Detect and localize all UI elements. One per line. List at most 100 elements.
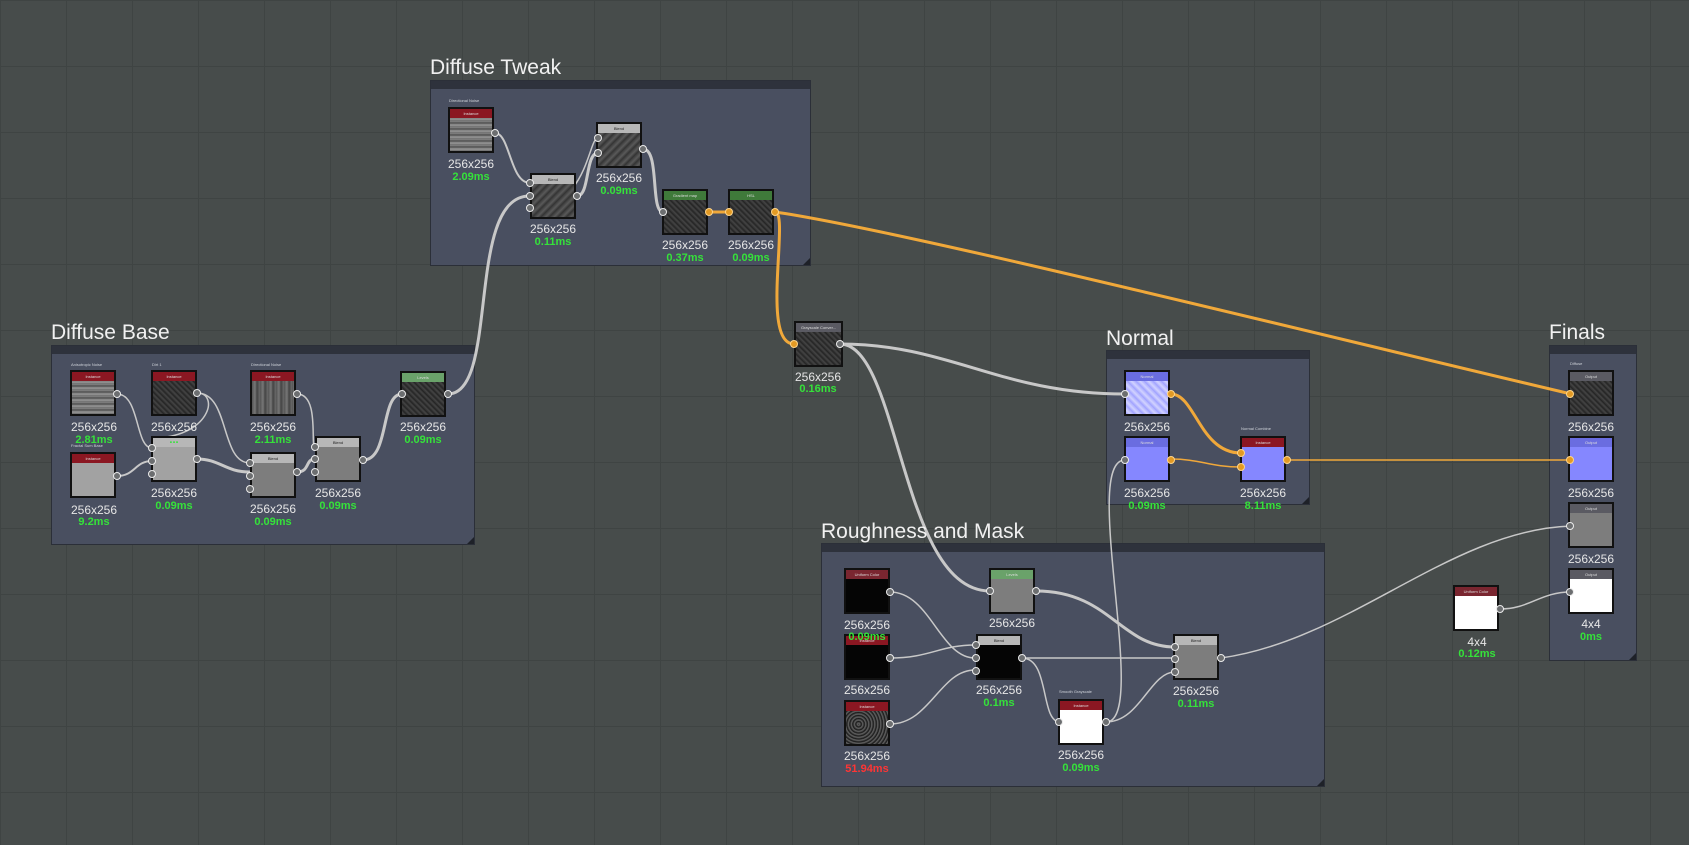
input-port[interactable] — [398, 390, 406, 398]
output-port[interactable] — [1283, 456, 1291, 464]
output-port[interactable] — [113, 472, 121, 480]
output-port[interactable] — [113, 390, 121, 398]
node-time: 9.2ms — [78, 516, 110, 528]
node-uniform-color[interactable]: Uniform Color — [1453, 585, 1499, 631]
output-port[interactable] — [886, 720, 894, 728]
node-gradient-map[interactable]: Gradient map — [662, 189, 708, 235]
output-port[interactable] — [293, 390, 301, 398]
input-port[interactable] — [1237, 463, 1245, 471]
frame-title-roughness[interactable]: Roughness and Mask — [821, 520, 1025, 543]
node-blend[interactable]: Blend — [1173, 634, 1219, 680]
node-directional-noise-instance[interactable]: Instance — [448, 107, 494, 153]
output-port[interactable] — [193, 455, 201, 463]
node-hsl[interactable]: HSL — [728, 189, 774, 235]
input-port[interactable] — [246, 459, 254, 467]
input-port[interactable] — [725, 208, 733, 216]
input-port[interactable] — [1121, 390, 1129, 398]
node-blend[interactable] — [151, 436, 197, 482]
input-port[interactable] — [986, 587, 994, 595]
resize-handle[interactable] — [1302, 497, 1309, 504]
node-blend[interactable]: Blend — [315, 436, 361, 482]
output-port[interactable] — [1032, 587, 1040, 595]
output-port[interactable] — [1496, 605, 1504, 613]
node-smooth-grayscale[interactable]: Instance — [1058, 699, 1104, 745]
output-port[interactable] — [573, 192, 581, 200]
output-port[interactable] — [639, 145, 647, 153]
input-port[interactable] — [659, 208, 667, 216]
frame-title-diffuse-tweak[interactable]: Diffuse Tweak — [430, 56, 562, 79]
input-port[interactable] — [972, 654, 980, 662]
input-port[interactable] — [1055, 718, 1063, 726]
input-port[interactable] — [972, 641, 980, 649]
output-port[interactable] — [1167, 456, 1175, 464]
node-dark-instance[interactable]: Instance — [844, 634, 890, 680]
input-port[interactable] — [526, 179, 534, 187]
input-port[interactable] — [972, 667, 980, 675]
input-port[interactable] — [526, 204, 534, 212]
frame-title-diffuse-base[interactable]: Diffuse Base — [51, 321, 170, 344]
output-port[interactable] — [293, 468, 301, 476]
input-port[interactable] — [246, 472, 254, 480]
node-normal[interactable]: Normal — [1124, 436, 1170, 482]
input-port[interactable] — [1171, 668, 1179, 676]
input-port[interactable] — [1171, 655, 1179, 663]
output-port[interactable] — [886, 654, 894, 662]
node-anisotropic-noise[interactable]: Instance — [70, 370, 116, 416]
input-port[interactable] — [148, 470, 156, 478]
node-blend[interactable]: Blend — [596, 122, 642, 168]
input-port[interactable] — [594, 134, 602, 142]
input-port[interactable] — [311, 468, 319, 476]
output-port[interactable] — [705, 208, 713, 216]
frame-title-finals[interactable]: Finals — [1549, 321, 1606, 344]
node-size: 256x256 — [727, 238, 775, 252]
output-port[interactable] — [1102, 718, 1110, 726]
node-normal-combine[interactable]: Instance — [1240, 436, 1286, 482]
input-port[interactable] — [1566, 522, 1574, 530]
input-port[interactable] — [594, 149, 602, 157]
node-uniform-color[interactable]: Uniform Color — [844, 568, 890, 614]
input-port[interactable] — [1121, 456, 1129, 464]
input-port[interactable] — [1566, 390, 1574, 398]
input-port[interactable] — [246, 485, 254, 493]
node-output-mask[interactable]: Output — [1568, 568, 1614, 614]
node-blend[interactable]: Blend — [530, 173, 576, 219]
output-port[interactable] — [359, 456, 367, 464]
output-port[interactable] — [444, 390, 452, 398]
node-normal[interactable]: Normal — [1124, 370, 1170, 416]
input-port[interactable] — [1171, 643, 1179, 651]
output-port[interactable] — [836, 340, 844, 348]
output-port[interactable] — [886, 588, 894, 596]
node-blend[interactable]: Blend — [250, 452, 296, 498]
input-port[interactable] — [1237, 449, 1245, 457]
output-port[interactable] — [1217, 654, 1225, 662]
input-port[interactable] — [526, 192, 534, 200]
output-port[interactable] — [1167, 390, 1175, 398]
node-directional-noise[interactable]: Instance — [250, 370, 296, 416]
input-port[interactable] — [311, 455, 319, 463]
output-port[interactable] — [1018, 654, 1026, 662]
input-port[interactable] — [1566, 456, 1574, 464]
resize-handle[interactable] — [467, 537, 474, 544]
resize-handle[interactable] — [803, 258, 810, 265]
node-instance[interactable]: Instance — [844, 700, 890, 746]
node-fractal-sum-base[interactable]: Instance — [70, 452, 116, 498]
input-port[interactable] — [148, 457, 156, 465]
node-output-diffuse[interactable]: Output — [1568, 370, 1614, 416]
node-blend[interactable]: Blend — [976, 634, 1022, 680]
node-levels[interactable]: Levels — [400, 371, 446, 417]
output-port[interactable] — [491, 129, 499, 137]
frame-title-normal[interactable]: Normal — [1106, 327, 1174, 350]
node-output-normal[interactable]: Output — [1568, 436, 1614, 482]
input-port[interactable] — [148, 444, 156, 452]
node-time: 0.12ms — [1458, 648, 1496, 660]
input-port[interactable] — [311, 443, 319, 451]
node-output-roughness[interactable]: Output — [1568, 502, 1614, 548]
output-port[interactable] — [771, 208, 779, 216]
resize-handle[interactable] — [1629, 653, 1636, 660]
output-port[interactable] — [193, 389, 201, 397]
input-port[interactable] — [1566, 588, 1574, 596]
resize-handle[interactable] — [1317, 779, 1324, 786]
node-levels[interactable]: Levels — [989, 568, 1035, 614]
node-dirt-instance[interactable]: Instance — [151, 370, 197, 416]
input-port[interactable] — [790, 340, 798, 348]
